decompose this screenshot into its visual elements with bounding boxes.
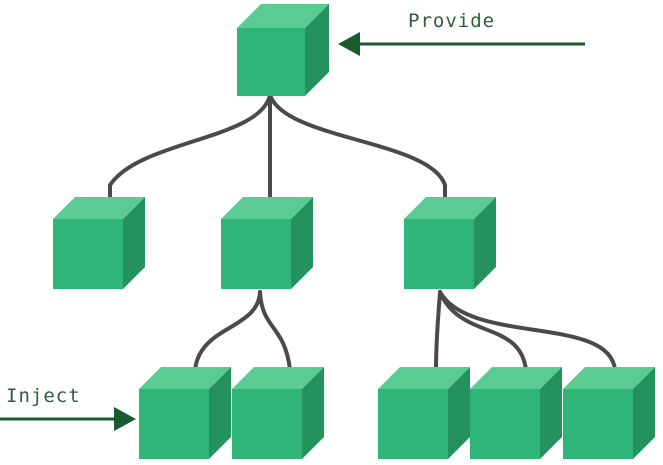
cube-front-face [563,389,633,459]
cube-front-face [232,389,302,459]
cube-top-face [237,4,329,28]
inject-annotation: Inject [0,385,136,431]
grandchild-2-cube [232,367,324,459]
cube-side-face [633,367,655,459]
cube-front-face [470,389,540,459]
cube-front-face [139,389,209,459]
cube-side-face [305,4,329,96]
cube-top-face [470,367,562,389]
cube-front-face [378,389,448,459]
cube-side-face [448,367,470,459]
cube-side-face [302,367,324,459]
connector-middle-gc1 [193,290,262,372]
cube-side-face [291,197,313,289]
connector-root-right [268,93,447,207]
child-middle-cube [221,197,313,289]
cube-side-face [540,367,562,459]
child-right-cube [404,197,496,289]
root-component-cube [237,4,329,96]
cube-top-face [378,367,470,389]
cube-side-face [209,367,231,459]
connectors [108,93,617,372]
connector-middle-gc2 [258,290,292,372]
cube-top-face [139,367,231,389]
provide-arrow-head-icon [338,32,360,56]
cube-front-face [221,219,291,289]
connector-right-gc3 [434,290,442,372]
cube-side-face [474,197,496,289]
cubes [53,4,655,459]
cube-top-face [404,197,496,219]
inject-label: Inject [6,385,81,407]
cube-top-face [563,367,655,389]
child-left-cube [53,197,145,289]
connector-root-left [108,93,272,207]
provide-label: Provide [408,10,495,32]
cube-top-face [53,197,145,219]
cube-top-face [232,367,324,389]
provide-annotation: Provide [338,10,585,56]
connector-right-gc5 [438,290,617,372]
cube-side-face [123,197,145,289]
cube-top-face [221,197,313,219]
grandchild-4-cube [470,367,562,459]
inject-arrow-head-icon [114,407,136,431]
cube-front-face [237,28,305,96]
grandchild-5-cube [563,367,655,459]
grandchild-1-cube [139,367,231,459]
cube-front-face [53,219,123,289]
connector-right-gc4 [438,290,528,372]
grandchild-3-cube [378,367,470,459]
cube-front-face [404,219,474,289]
